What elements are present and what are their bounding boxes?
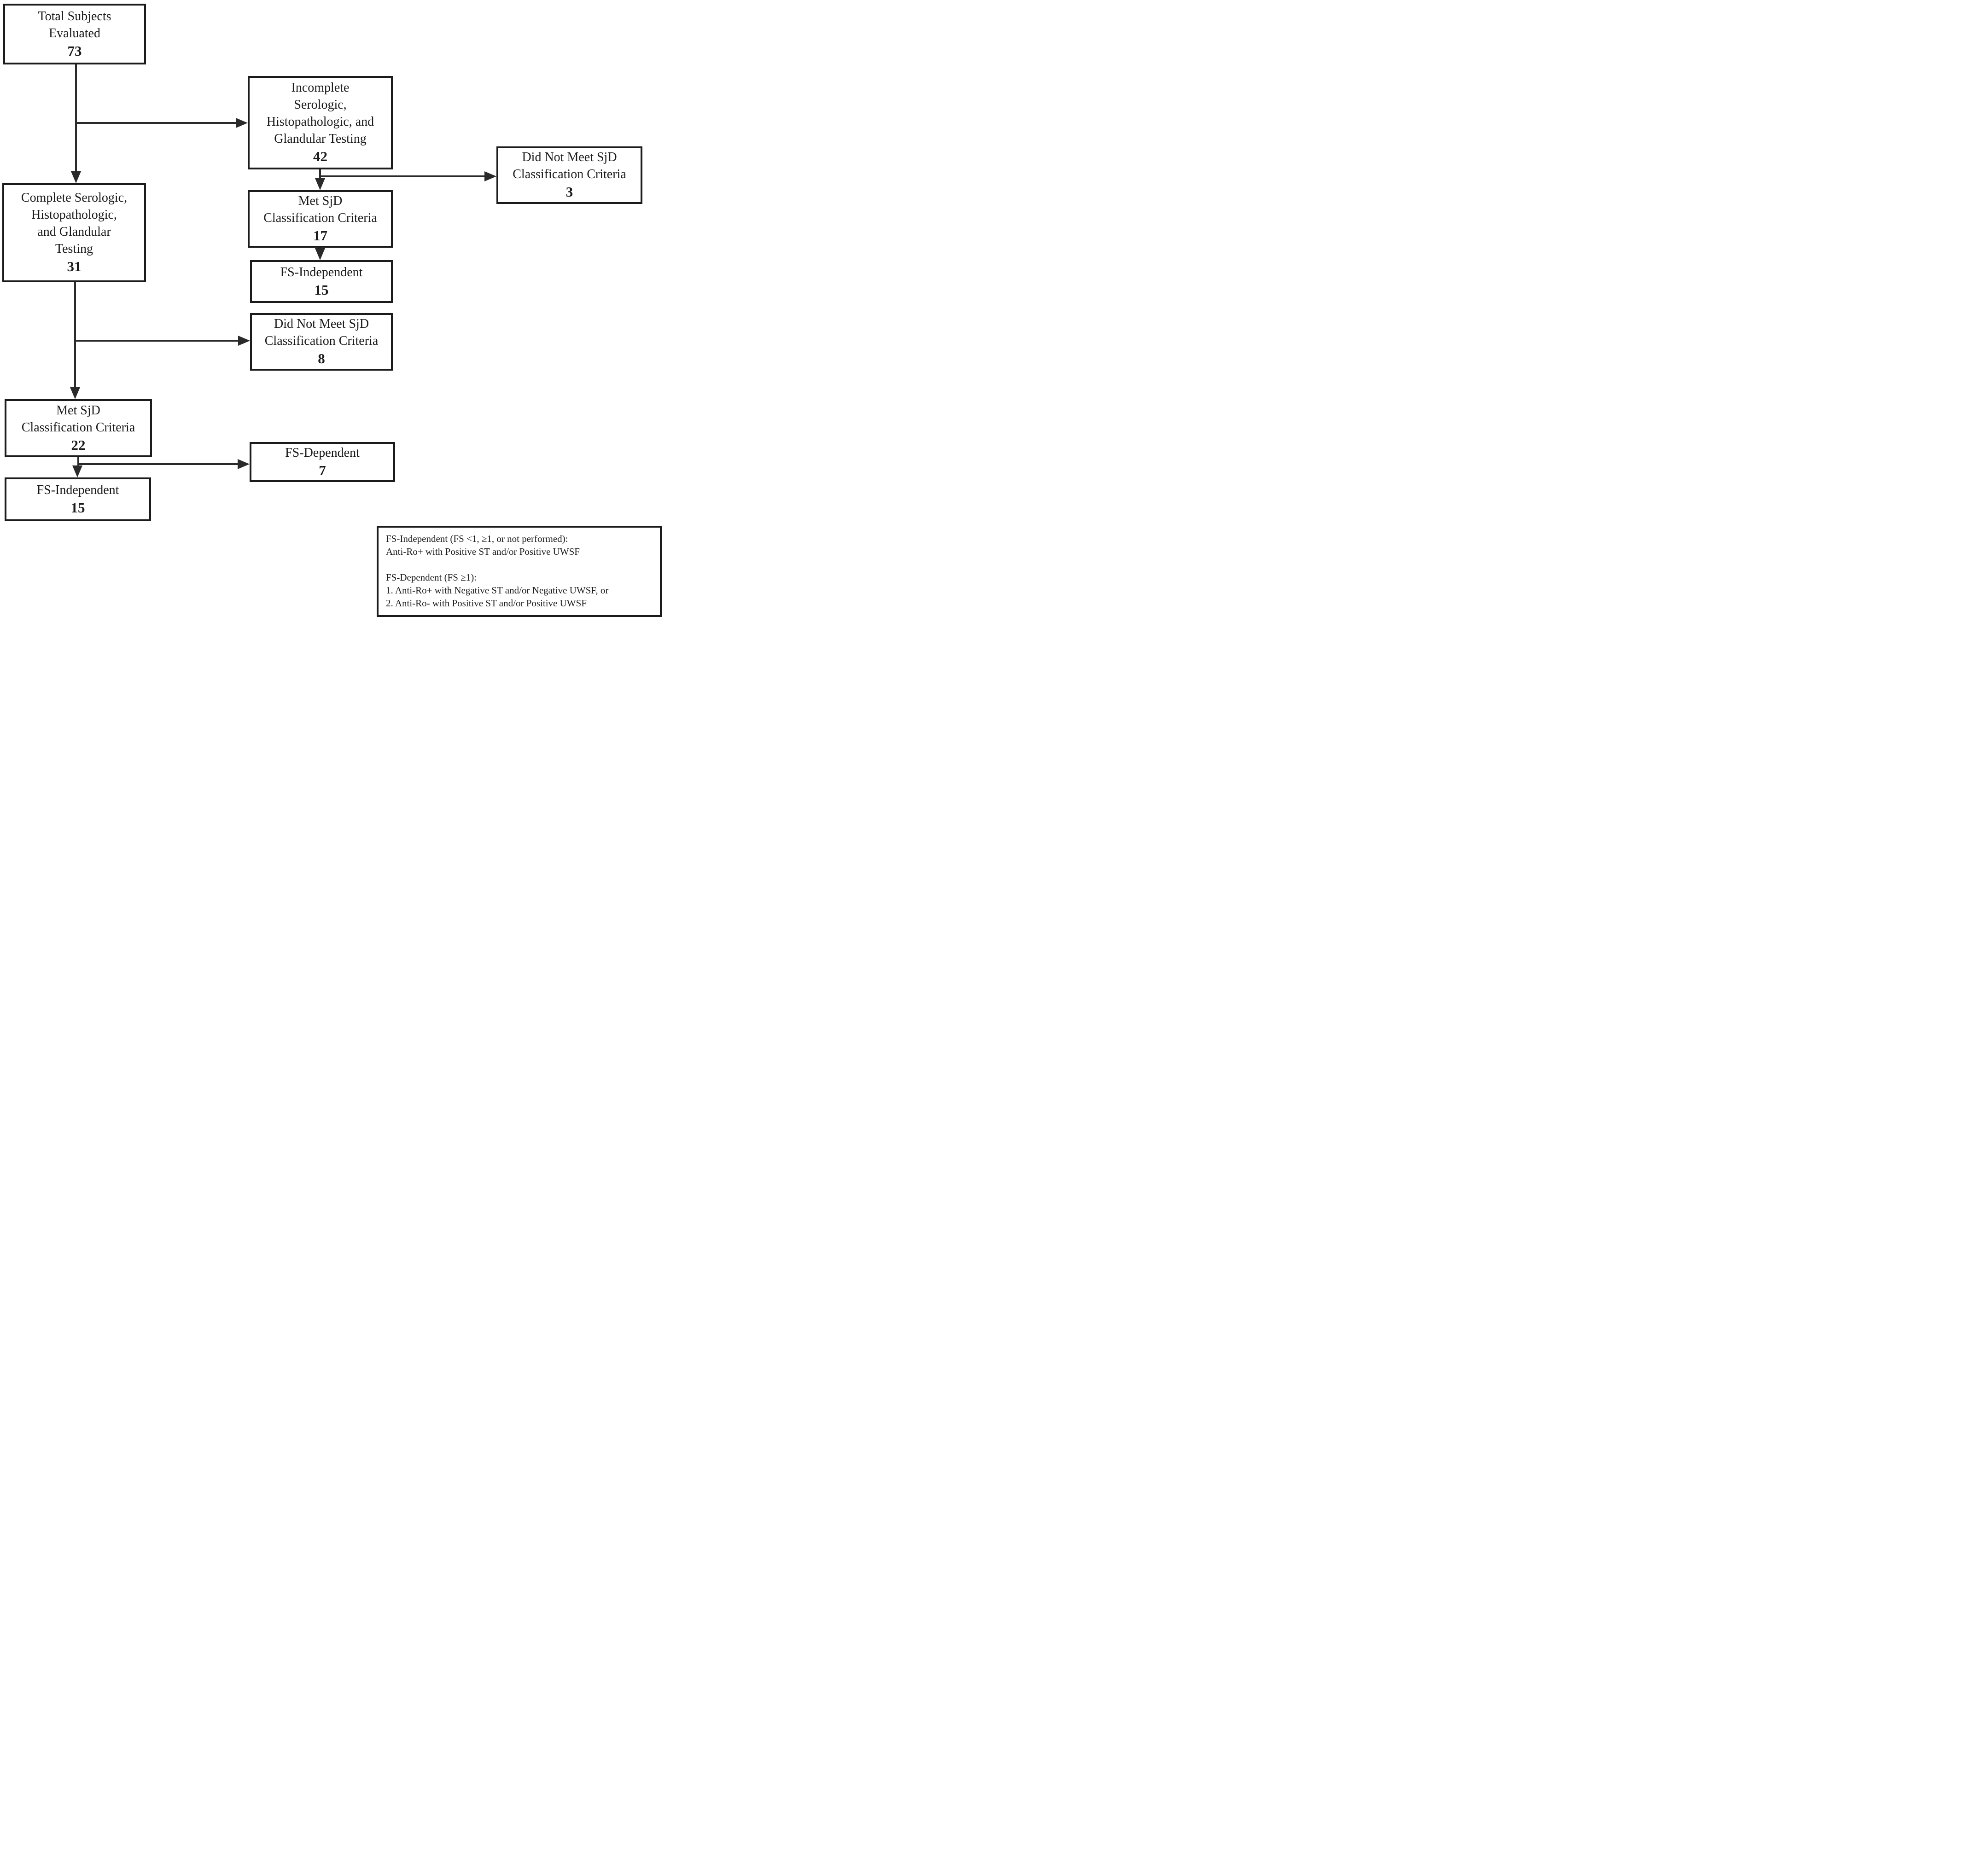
box-text-line: Met SjD	[298, 194, 343, 209]
box-text-line: Classification Criteria	[263, 211, 377, 226]
box-count: 17	[313, 227, 327, 244]
flow-box-complete-testing: Complete Serologic, Histopathologic, and…	[2, 183, 146, 282]
box-text-line: FS-Independent	[280, 265, 363, 279]
box-text-line: Classification Criteria	[513, 167, 626, 182]
flow-box-met-criteria-22: Met SjD Classification Criteria 22	[5, 399, 152, 457]
arrowhead-down-met22-icon	[70, 387, 80, 399]
box-text-line: Glandular Testing	[274, 132, 367, 146]
box-text-line: Evaluated	[49, 26, 100, 41]
box-text-line: Did Not Meet SjD	[522, 150, 617, 165]
box-text-line: Histopathologic,	[31, 208, 117, 222]
flow-box-incomplete-testing: Incomplete Serologic, Histopathologic, a…	[248, 76, 393, 169]
box-count: 3	[566, 184, 573, 200]
connector-complete-down	[74, 282, 76, 388]
box-count: 8	[318, 350, 325, 367]
flow-diagram: Total Subjects Evaluated 73 Incomplete S…	[0, 0, 663, 618]
box-count: 15	[314, 281, 329, 298]
flow-box-did-not-meet-criteria-3: Did Not Meet SjD Classification Criteria…	[496, 146, 642, 204]
connector-total-down	[75, 64, 77, 172]
box-text-line: Did Not Meet SjD	[274, 317, 369, 331]
flow-box-fs-dependent: FS-Dependent 7	[250, 442, 395, 482]
legend-line: 1. Anti-Ro+ with Negative ST and/or Nega…	[386, 585, 609, 596]
arrowhead-down-met17-icon	[315, 178, 325, 190]
legend-line: FS-Dependent (FS ≥1):	[386, 572, 477, 583]
arrowhead-right-incomplete-icon	[236, 118, 248, 128]
box-text-line: Total Subjects	[38, 9, 111, 23]
box-count: 7	[319, 462, 326, 478]
arrowhead-down-complete-icon	[71, 171, 81, 183]
arrowhead-down-fsindependent-left-icon	[72, 465, 82, 477]
box-text-line: Classification Criteria	[21, 420, 135, 435]
connector-incomplete-to-notmet3	[320, 175, 484, 177]
box-text-line: and Glandular	[37, 225, 111, 239]
box-text-line: Serologic,	[294, 98, 347, 112]
arrowhead-right-notmet8-icon	[238, 336, 250, 346]
legend-box: FS-Independent (FS <1, ≥1, or not perfor…	[377, 526, 662, 617]
box-text-line: FS-Dependent	[285, 445, 360, 460]
flow-box-total-subjects: Total Subjects Evaluated 73	[3, 4, 146, 64]
arrowhead-right-fsdependent-icon	[238, 459, 250, 469]
legend-line: FS-Independent (FS <1, ≥1, or not perfor…	[386, 533, 568, 544]
flow-box-did-not-meet-criteria-8: Did Not Meet SjD Classification Criteria…	[250, 313, 393, 371]
box-count: 15	[70, 499, 85, 516]
box-count: 73	[67, 42, 82, 59]
box-text-line: Histopathologic, and	[266, 115, 374, 129]
flow-box-fs-independent-left: FS-Independent 15	[5, 477, 151, 521]
connector-complete-to-notmet8	[75, 340, 238, 342]
legend-line: 2. Anti-Ro- with Positive ST and/or Posi…	[386, 598, 587, 609]
box-count: 22	[71, 436, 86, 453]
connector-incomplete-down	[319, 169, 321, 180]
legend-line-spacer	[386, 558, 657, 571]
box-text-line: Testing	[55, 242, 93, 256]
arrowhead-down-fsindependent-mid-icon	[315, 248, 325, 260]
box-count: 42	[313, 148, 327, 165]
box-count: 31	[67, 258, 82, 275]
box-text-line: Classification Criteria	[264, 334, 379, 349]
box-text-line: FS-Independent	[36, 483, 119, 497]
flow-box-fs-independent-middle: FS-Independent 15	[250, 260, 393, 303]
box-text-line: Met SjD	[56, 403, 100, 418]
arrowhead-right-notmet3-icon	[484, 171, 496, 181]
connector-met22-down	[77, 457, 79, 467]
box-text-line: Complete Serologic,	[21, 191, 128, 205]
connector-met22-to-fsdependent	[78, 463, 238, 465]
connector-total-to-incomplete	[76, 122, 236, 124]
box-text-line: Incomplete	[291, 81, 350, 95]
flow-box-met-criteria-17: Met SjD Classification Criteria 17	[248, 190, 393, 248]
legend-line: Anti-Ro+ with Positive ST and/or Positiv…	[386, 546, 580, 557]
